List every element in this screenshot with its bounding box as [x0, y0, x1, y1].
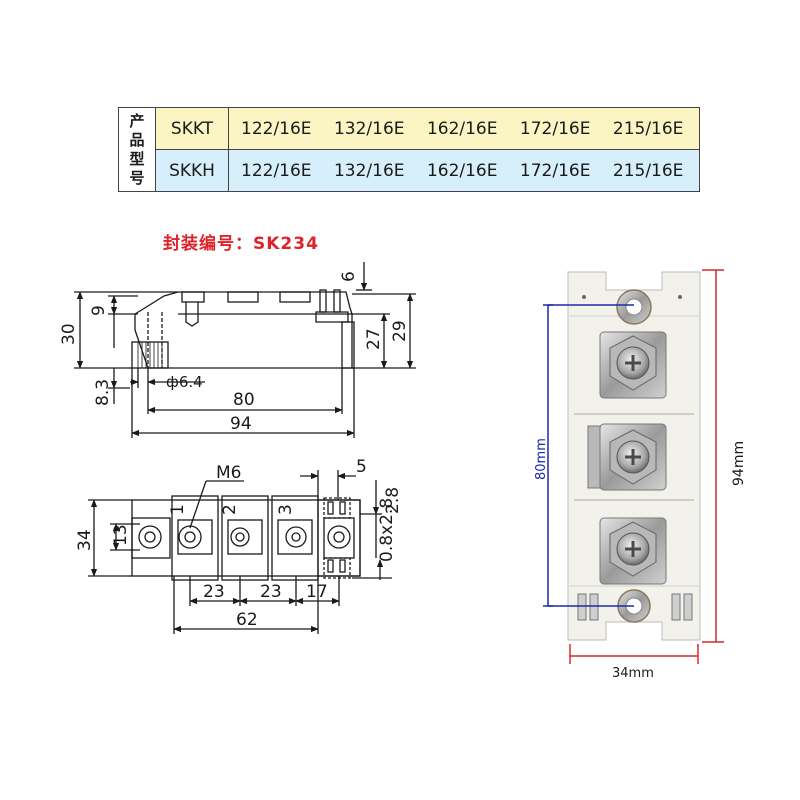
- dim-label-2-8: 2.8: [383, 487, 403, 514]
- header-char: 号: [129, 168, 145, 187]
- part-number: 122/16E: [241, 160, 312, 181]
- dim-label-30: 30: [59, 323, 79, 345]
- top-view-labels: M6 5 2.8 0.8x2.8 34 13 1 2 3 23 23 17 62: [75, 457, 403, 630]
- dim-label-94: 94: [230, 414, 252, 434]
- header-char: 型: [129, 149, 145, 168]
- dim-label-80: 80: [233, 390, 255, 410]
- model-table: 产 品 型 号 SKKT 122/16E 132/16E 162/16E 172…: [118, 107, 700, 192]
- part-number: 132/16E: [333, 118, 405, 139]
- part-number: 172/16E: [519, 160, 591, 181]
- dim-label-13: 13: [111, 524, 131, 546]
- part-number: 172/16E: [519, 118, 591, 139]
- part-number: 215/16E: [612, 118, 684, 139]
- photo-width-label: 34mm: [612, 666, 654, 681]
- side-view-labels: 6 9 30 27 29 8.3 ф6.4 80 94: [59, 271, 410, 434]
- dim-label-27: 27: [364, 328, 384, 350]
- module-photo: [567, 271, 701, 641]
- model-name-skkh: SKKH: [155, 149, 229, 192]
- part-number: 122/16E: [241, 118, 312, 139]
- dim-label-23: 23: [260, 582, 282, 602]
- side-view-drawing: [74, 262, 416, 438]
- dim-label-62: 62: [236, 610, 258, 630]
- dim-label-29: 29: [390, 320, 410, 342]
- model-header-cell: 产 品 型 号: [118, 107, 156, 192]
- dim-label-23: 23: [203, 582, 225, 602]
- top-view-drawing: [88, 470, 392, 634]
- photo-length-label: 80mm: [534, 438, 549, 480]
- dim-label-8-3: 8.3: [93, 379, 113, 406]
- photo-size-dimensions: [569, 269, 724, 664]
- photo-height-label: 94mm: [731, 441, 747, 486]
- dim-label-phi: ф6.4: [166, 373, 203, 391]
- dim-label-34: 34: [75, 529, 95, 551]
- part-list-skkt: 122/16E 132/16E 162/16E 172/16E 215/16E: [228, 107, 700, 150]
- dim-label-9: 9: [89, 305, 109, 316]
- part-number: 215/16E: [612, 160, 684, 181]
- terminal-number: 2: [220, 504, 240, 515]
- dim-label-6: 6: [339, 271, 359, 282]
- part-list-skkh: 122/16E 132/16E 162/16E 172/16E 215/16E: [228, 149, 700, 192]
- terminal-number: 3: [276, 504, 296, 515]
- dim-label-5: 5: [356, 457, 367, 477]
- photo-length-dimension: [543, 304, 634, 607]
- part-number: 162/16E: [426, 160, 498, 181]
- header-char: 品: [129, 130, 145, 149]
- header-char: 产: [129, 111, 145, 130]
- package-title: 封装编号：SK234: [163, 234, 319, 254]
- part-number: 132/16E: [333, 160, 405, 181]
- terminal-number: 1: [168, 504, 188, 515]
- part-number: 162/16E: [426, 118, 498, 139]
- dim-label-17: 17: [306, 582, 328, 602]
- dim-label-m6: M6: [216, 463, 241, 483]
- dim-label-0-8x2-8: 0.8x2.8: [377, 498, 397, 562]
